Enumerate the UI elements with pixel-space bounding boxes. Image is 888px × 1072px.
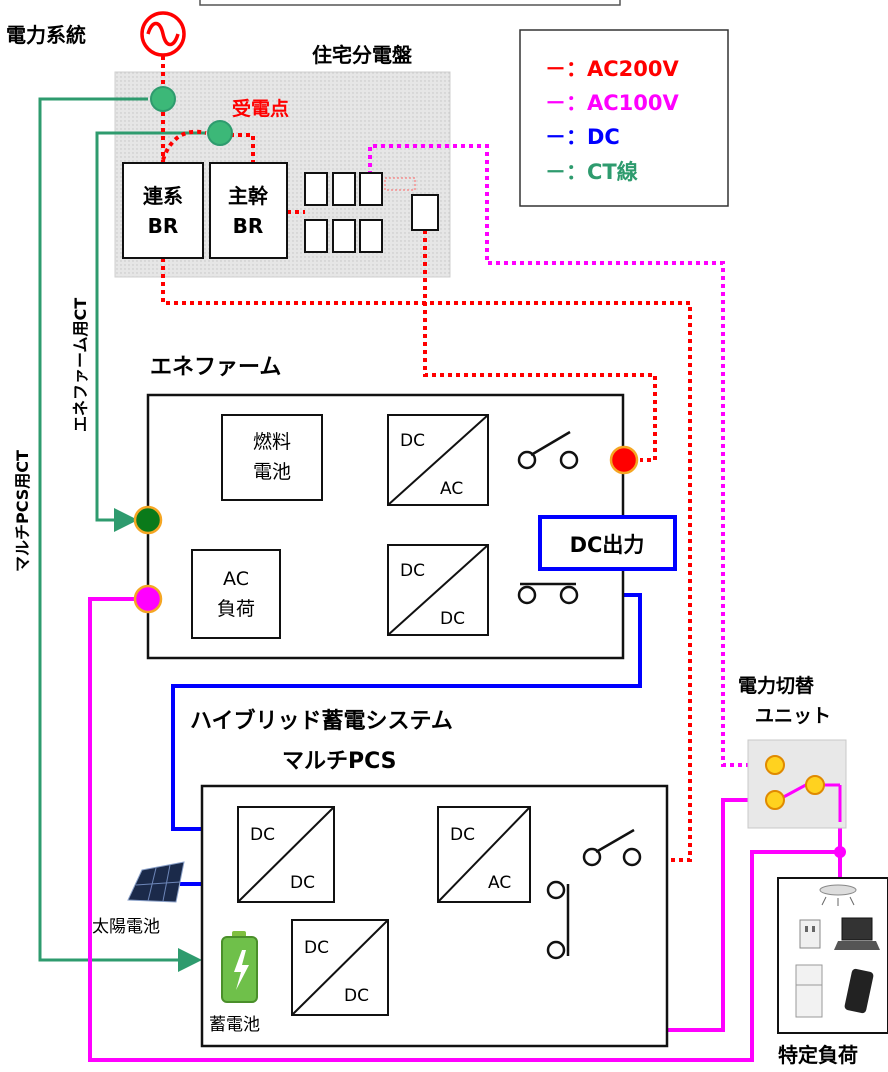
solar-label: 太陽電池	[92, 917, 160, 937]
enefarm-ct-node	[207, 120, 233, 146]
batt-conv-bottom: DC	[344, 986, 369, 1006]
multi-pcs-ct-label: マルチPCS用CT	[13, 450, 32, 572]
legend-ac100: －：AC100V	[545, 91, 679, 115]
converter-slash	[387, 414, 489, 506]
battery-icon	[221, 931, 258, 1003]
solar-panel-icon	[127, 861, 185, 903]
laptop-icon	[834, 917, 880, 950]
legend-dc: －：DC	[545, 125, 620, 149]
branch-breaker-dashed	[384, 177, 416, 191]
switch-unit-title-2: ユニット	[755, 705, 831, 727]
enefarm-ac200-terminal	[609, 445, 639, 475]
main-breaker	[209, 162, 288, 259]
grid-tie-breaker-label-2: BR	[148, 214, 179, 238]
legend-ct: －：CT線	[545, 160, 638, 184]
outlet-icon	[799, 919, 821, 949]
enefarm-dc-switch	[517, 582, 579, 605]
enefarm-ct-label: エネファーム用CT	[71, 298, 90, 432]
main-breaker-label-2: BR	[233, 214, 264, 238]
specific-load-box	[777, 877, 888, 1034]
ac-load-label-2: 負荷	[217, 598, 255, 620]
fuel-cell-label-2: 電池	[253, 461, 291, 483]
ceiling-light-icon	[819, 884, 857, 906]
panel-title: 住宅分電盤	[312, 43, 413, 67]
enefarm-conv2-bottom: DC	[440, 609, 465, 629]
smartphone-icon	[844, 968, 874, 1014]
pcs-conv-top: DC	[450, 825, 475, 845]
grid-tie-breaker	[122, 162, 204, 259]
grid-title: 電力系統	[6, 23, 86, 47]
ac-source-icon	[140, 11, 186, 57]
multi-pcs-ct-node	[150, 86, 176, 112]
batt-conv-top: DC	[304, 938, 329, 958]
dc-output-label: DC出力	[570, 533, 645, 557]
grid-tie-breaker-label-1: 連系	[143, 184, 183, 208]
pcs-conv-bottom: AC	[488, 873, 511, 893]
converter-slash	[387, 544, 489, 636]
pcs-grid-switch	[582, 828, 642, 867]
pv-conv-bottom: DC	[290, 873, 315, 893]
enefarm-ac-switch	[517, 430, 579, 470]
hybrid-title-1: ハイブリッド蓄電システム	[190, 708, 453, 734]
refrigerator-icon	[795, 964, 823, 1018]
enefarm-conv1-top: DC	[400, 431, 425, 451]
fuel-cell-label-1: 燃料	[253, 431, 291, 453]
enefarm-title: エネファーム	[150, 355, 281, 380]
legend-box	[519, 29, 729, 207]
hybrid-title-2: マルチPCS	[282, 749, 397, 774]
specific-load-title: 特定負荷	[778, 1043, 858, 1067]
fuel-cell	[221, 414, 323, 501]
enefarm-conv1-bottom: AC	[440, 479, 463, 499]
branch-breakers	[304, 172, 439, 253]
pv-conv-top: DC	[250, 825, 275, 845]
switch-unit-switch	[765, 755, 842, 822]
enefarm-ac100-terminal	[133, 584, 163, 614]
legend-ac200: －：AC200V	[545, 57, 679, 81]
top-frame	[199, 0, 621, 6]
ac100-junction-load	[834, 846, 846, 858]
battery-label: 蓄電池	[209, 1015, 260, 1035]
switch-unit-title-1: 電力切替	[738, 674, 815, 697]
converter-slash	[291, 919, 389, 1016]
ac-load-label-1: AC	[223, 568, 249, 590]
enefarm-conv2-top: DC	[400, 561, 425, 581]
dc-output-box	[538, 515, 677, 571]
main-breaker-label-1: 主幹	[228, 184, 269, 208]
ct-lines	[38, 97, 206, 972]
ac100-dotted-lines	[368, 144, 765, 767]
receiving-point-label: 受電点	[232, 97, 289, 120]
converter-slash	[237, 806, 335, 903]
pcs-independent-switch	[546, 880, 570, 960]
converter-slash	[437, 806, 531, 903]
ac-load-box	[191, 549, 281, 639]
enefarm-ct-terminal	[133, 505, 163, 535]
